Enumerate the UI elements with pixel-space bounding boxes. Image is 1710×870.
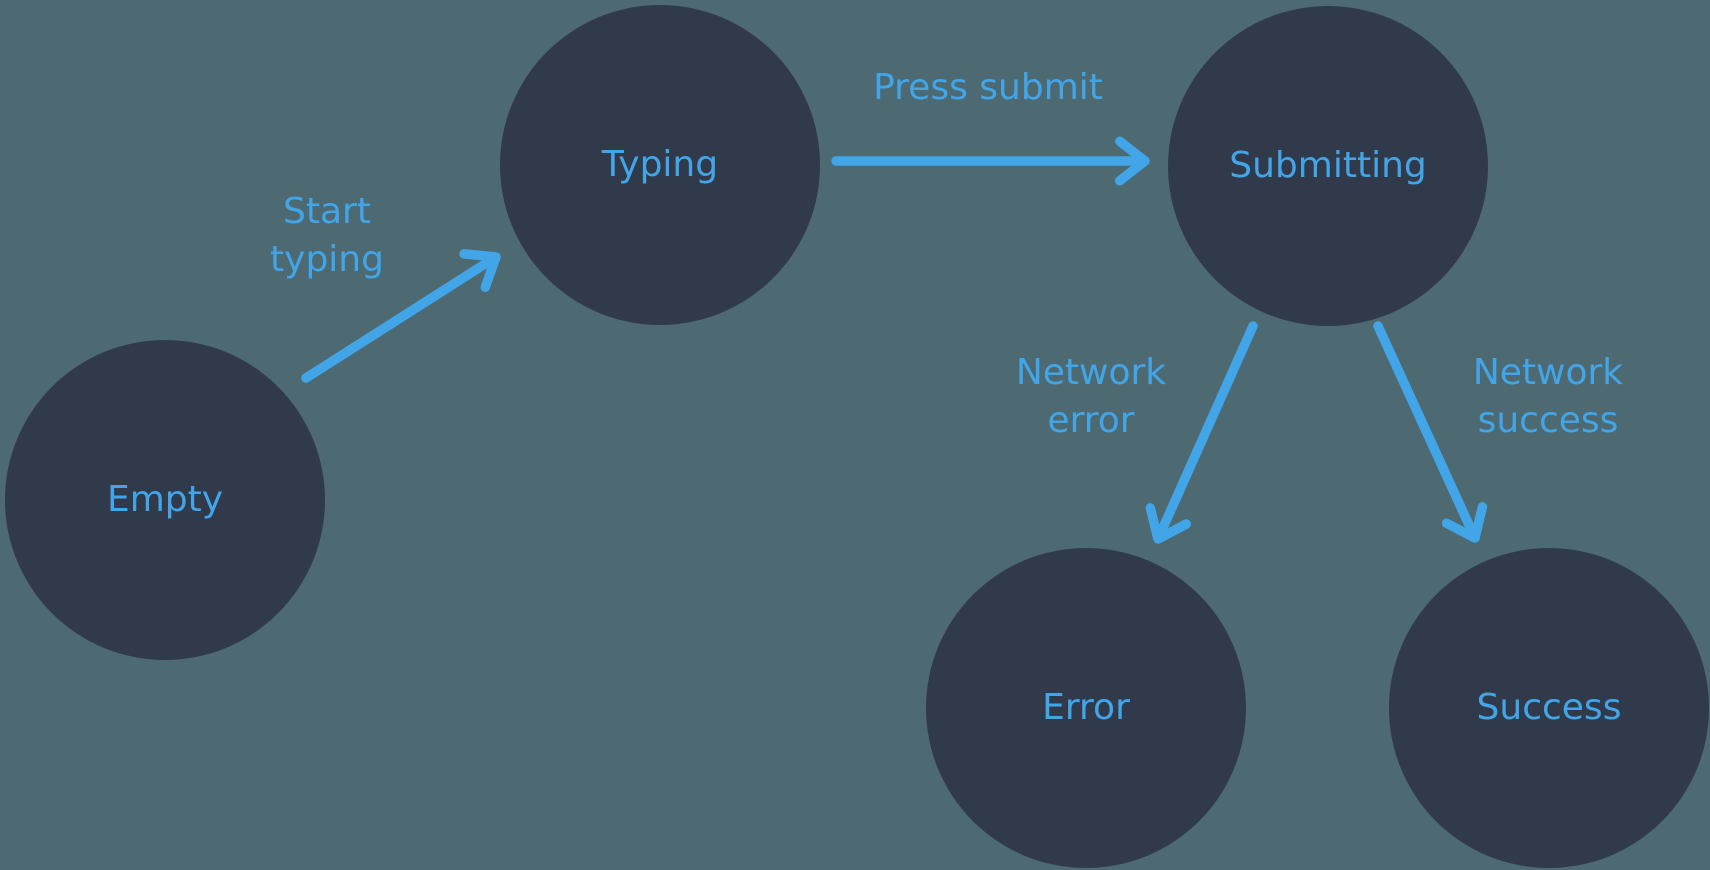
state-label-empty: Empty bbox=[106, 479, 224, 520]
transition-arrowhead-network-error bbox=[1145, 503, 1192, 544]
transition-label-press-submit: Press submit bbox=[873, 67, 1103, 108]
transition-arrowhead-start-typing bbox=[459, 249, 501, 292]
transition-arrow-shaft-network-success bbox=[1373, 321, 1477, 537]
state-node-success: Success bbox=[1389, 548, 1709, 868]
transition-arrowhead-press-submit bbox=[1115, 136, 1150, 186]
state-node-error: Error bbox=[926, 548, 1246, 868]
transition-arrow-shaft-start-typing bbox=[301, 256, 495, 383]
state-node-empty: Empty bbox=[5, 340, 325, 660]
state-label-error: Error bbox=[1042, 687, 1130, 728]
transition-label-network-success: Network success bbox=[1472, 352, 1624, 441]
transition-label-start-typing: Start typing bbox=[270, 191, 384, 280]
state-node-typing: Typing bbox=[500, 5, 820, 325]
transition-label-network-error: Network error bbox=[1015, 352, 1167, 441]
transition-arrow-shaft-network-error bbox=[1156, 321, 1258, 538]
state-label-typing: Typing bbox=[601, 144, 719, 185]
state-label-submitting: Submitting bbox=[1229, 145, 1427, 186]
state-node-submitting: Submitting bbox=[1168, 6, 1488, 326]
transition-arrowhead-network-success bbox=[1441, 502, 1488, 543]
state-label-success: Success bbox=[1476, 687, 1622, 728]
